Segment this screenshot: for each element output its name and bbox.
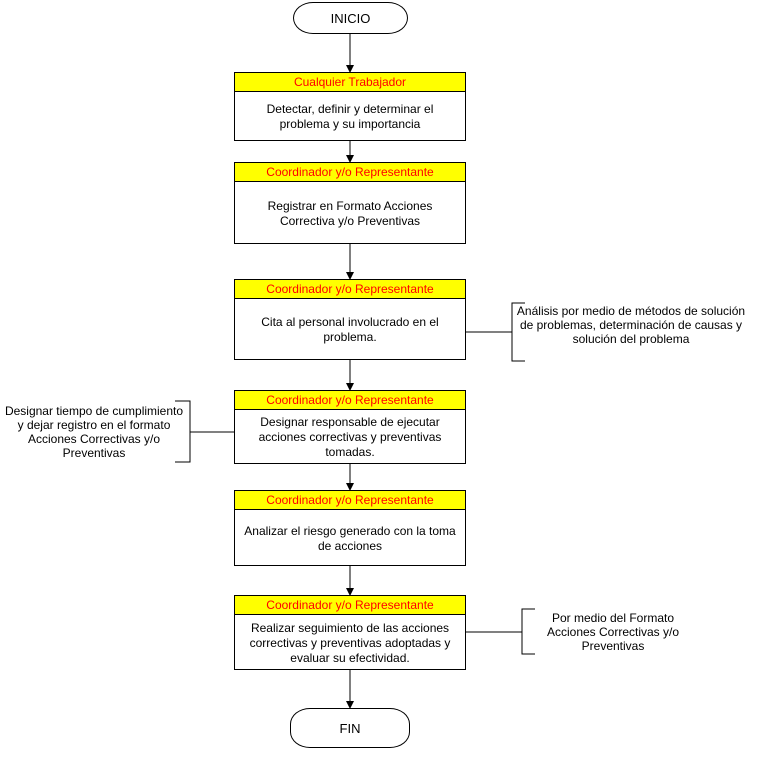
note-format: Por medio del Formato Acciones Correctiv… (546, 611, 680, 653)
step-4: Coordinador y/o Representante Designar r… (234, 390, 466, 464)
step-role: Coordinador y/o Representante (235, 163, 465, 182)
step-1: Cualquier Trabajador Detectar, definir y… (234, 72, 466, 141)
step-action: Designar responsable de ejecutar accione… (258, 415, 442, 459)
step-action: Registrar en Formato Acciones Correctiva… (267, 198, 433, 228)
step-action: Analizar el riesgo generado con la toma … (244, 523, 456, 553)
step-role: Coordinador y/o Representante (235, 280, 465, 299)
start-label: INICIO (330, 10, 371, 26)
note-analysis: Análisis por medio de métodos de solució… (516, 304, 746, 346)
step-2: Coordinador y/o Representante Registrar … (234, 162, 466, 244)
end-terminal: FIN (290, 708, 410, 748)
note-designate: Designar tiempo de cumplimiento y dejar … (4, 404, 184, 460)
step-role: Coordinador y/o Representante (235, 491, 465, 510)
end-label: FIN (339, 720, 361, 736)
note-format-open-bracket (521, 608, 535, 655)
step-action: Cita al personal involucrado en el probl… (261, 315, 439, 344)
step-3: Coordinador y/o Representante Cita al pe… (234, 279, 466, 360)
step-role: Coordinador y/o Representante (235, 596, 465, 615)
start-terminal: INICIO (293, 2, 408, 34)
step-6: Coordinador y/o Representante Realizar s… (234, 595, 466, 670)
note-designate-close-bracket (175, 400, 191, 463)
step-action: Detectar, definir y determinar el proble… (266, 102, 434, 131)
step-5: Coordinador y/o Representante Analizar e… (234, 490, 466, 566)
step-role: Coordinador y/o Representante (235, 391, 465, 410)
note-analysis-open-bracket (511, 302, 525, 362)
step-role: Cualquier Trabajador (235, 73, 465, 92)
step-action: Realizar seguimiento de las acciones cor… (249, 620, 451, 665)
